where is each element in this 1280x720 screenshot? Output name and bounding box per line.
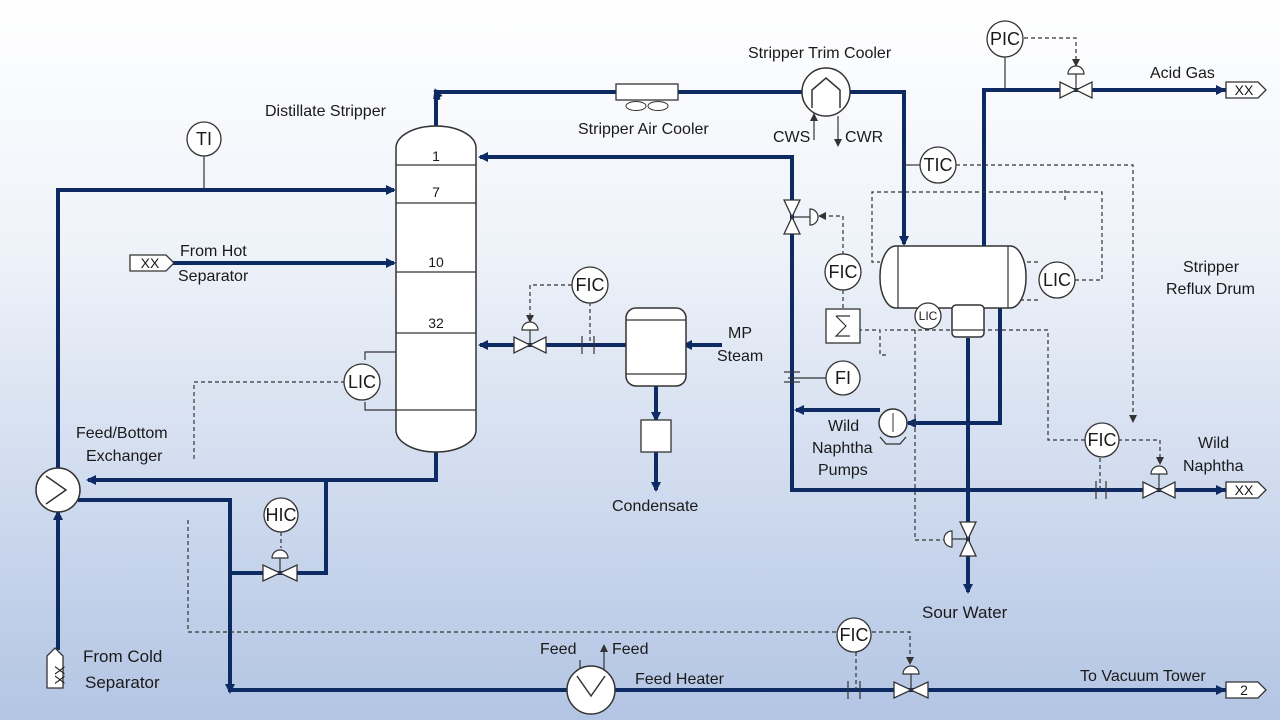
acid-gas-label: Acid Gas <box>1150 65 1215 82</box>
tray-7-label: 7 <box>432 184 440 200</box>
instrument-lic-boot[interactable]: LIC <box>914 302 942 330</box>
acid-gas-line <box>982 88 1230 250</box>
from-hot-separator-label-1: From Hot <box>180 243 247 260</box>
svg-text:TI: TI <box>196 129 212 149</box>
process-pipes <box>53 85 1230 695</box>
svg-text:FI: FI <box>835 368 851 388</box>
wild-naphtha-valve[interactable] <box>1142 465 1176 500</box>
hot-separator-connector[interactable]: XX <box>129 254 175 272</box>
tray-1-label: 1 <box>432 148 440 164</box>
condensate-label: Condensate <box>612 498 698 515</box>
instrument-lic-column[interactable]: LIC <box>343 363 381 401</box>
svg-text:LIC: LIC <box>348 372 376 392</box>
stripper-reflux-drum-label-1: Stripper <box>1183 259 1240 276</box>
stripper-air-cooler-label: Stripper Air Cooler <box>578 121 709 138</box>
distillate-stripper-label: Distillate Stripper <box>265 103 387 120</box>
instrument-fic-reflux[interactable]: FIC <box>824 253 862 291</box>
column-trays: 1 7 10 32 <box>428 148 444 331</box>
stripper-trim-cooler[interactable] <box>801 67 851 117</box>
exchanger-outlet-line <box>78 498 568 692</box>
wild-naphtha-pumps-label-3: Pumps <box>818 462 868 479</box>
acid-gas-connector[interactable]: XX <box>1225 81 1267 99</box>
hic-valve[interactable] <box>262 549 298 583</box>
wild-naphtha-connector[interactable]: XX <box>1225 481 1267 499</box>
tray-32-label: 32 <box>428 315 444 331</box>
exchanger-to-column-line <box>56 185 396 472</box>
svg-text:FIC: FIC <box>829 262 858 282</box>
reflux-valve[interactable] <box>782 199 819 235</box>
steam-valve[interactable] <box>513 321 547 355</box>
steam-drum[interactable] <box>625 307 687 387</box>
wild-naphtha-pump[interactable] <box>878 408 908 445</box>
svg-text:PIC: PIC <box>990 29 1020 49</box>
signal-lines <box>187 37 1164 690</box>
utility-lines <box>576 92 842 686</box>
feed-out-label: Feed <box>612 641 648 658</box>
wild-naphtha-pumps-label-1: Wild <box>828 418 859 435</box>
wild-naphtha-label-2: Naphtha <box>1183 458 1244 475</box>
cold-separator-connector[interactable]: XX <box>46 647 68 689</box>
hic-bypass-line <box>228 478 328 575</box>
diagram-labels: Distillate Stripper Stripper Air Cooler … <box>76 45 1255 692</box>
instrument-lic-drum[interactable]: LIC <box>1038 261 1076 299</box>
flow-element-box <box>825 308 861 344</box>
vacuum-tower-tag: 2 <box>1240 682 1248 698</box>
instrument-fic-naphtha[interactable]: FIC <box>1084 422 1120 458</box>
wild-naphtha-tag: XX <box>1235 482 1254 498</box>
mp-steam-label-2: Steam <box>717 348 763 365</box>
wild-naphtha-pumps-label-2: Naphtha <box>812 440 873 457</box>
feed-bottom-exchanger[interactable] <box>35 467 81 513</box>
stripper-reflux-drum-label-2: Reflux Drum <box>1166 281 1255 298</box>
wild-naphtha-label-1: Wild <box>1198 435 1229 452</box>
svg-text:TIC: TIC <box>924 155 953 175</box>
feed-heater[interactable] <box>566 665 616 715</box>
instrument-ti[interactable]: TI <box>186 121 222 157</box>
instrument-fi[interactable]: FI <box>825 360 861 396</box>
tray-10-label: 10 <box>428 254 444 270</box>
vacuum-tower-connector[interactable]: 2 <box>1225 681 1267 699</box>
hot-separator-tag: XX <box>141 255 160 271</box>
acid-gas-tag: XX <box>1235 82 1254 98</box>
instrument-hic[interactable]: HIC <box>263 497 299 533</box>
reflux-line <box>478 152 794 492</box>
svg-text:FIC: FIC <box>576 275 605 295</box>
feed-bottom-exchanger-label-2: Exchanger <box>86 448 163 465</box>
orifice-plates <box>581 336 1107 699</box>
stripper-trim-cooler-label: Stripper Trim Cooler <box>748 45 892 62</box>
sour-water-label: Sour Water <box>922 603 1008 622</box>
cold-separator-tag: XX <box>52 666 68 685</box>
instrument-fic-feed[interactable]: FIC <box>836 617 872 653</box>
from-cold-separator-label-1: From Cold <box>83 647 162 666</box>
trim-to-drum-line <box>848 90 909 246</box>
cws-label: CWS <box>773 129 810 146</box>
svg-text:LIC: LIC <box>919 309 938 323</box>
instrument-pic[interactable]: PIC <box>986 20 1024 58</box>
svg-text:FIC: FIC <box>840 625 869 645</box>
bottoms-line <box>86 448 438 485</box>
svg-text:HIC: HIC <box>266 505 297 525</box>
feed-heater-label: Feed Heater <box>635 671 725 688</box>
svg-text:FIC: FIC <box>1088 430 1117 450</box>
distillate-stripper-column[interactable] <box>395 125 477 453</box>
condensate-pot[interactable] <box>640 419 672 453</box>
stripper-air-cooler[interactable] <box>615 83 679 111</box>
stripper-reflux-drum[interactable] <box>879 245 1027 338</box>
from-hot-separator-label-2: Separator <box>178 268 249 285</box>
vacuum-feed-valve[interactable] <box>893 665 929 700</box>
to-vacuum-tower-label: To Vacuum Tower <box>1080 668 1206 685</box>
from-cold-separator-label-2: Separator <box>85 673 160 692</box>
control-valves[interactable] <box>262 65 1176 700</box>
instrument-tic[interactable]: TIC <box>919 146 957 184</box>
mp-steam-label-1: MP <box>728 325 752 342</box>
instrument-fic-steam[interactable]: FIC <box>571 266 609 304</box>
svg-text:LIC: LIC <box>1043 270 1071 290</box>
cwr-label: CWR <box>845 129 883 146</box>
feed-bottom-exchanger-label-1: Feed/Bottom <box>76 425 168 442</box>
acid-gas-valve[interactable] <box>1059 65 1093 100</box>
sour-water-valve[interactable] <box>943 521 978 557</box>
feed-in-label: Feed <box>540 641 576 658</box>
